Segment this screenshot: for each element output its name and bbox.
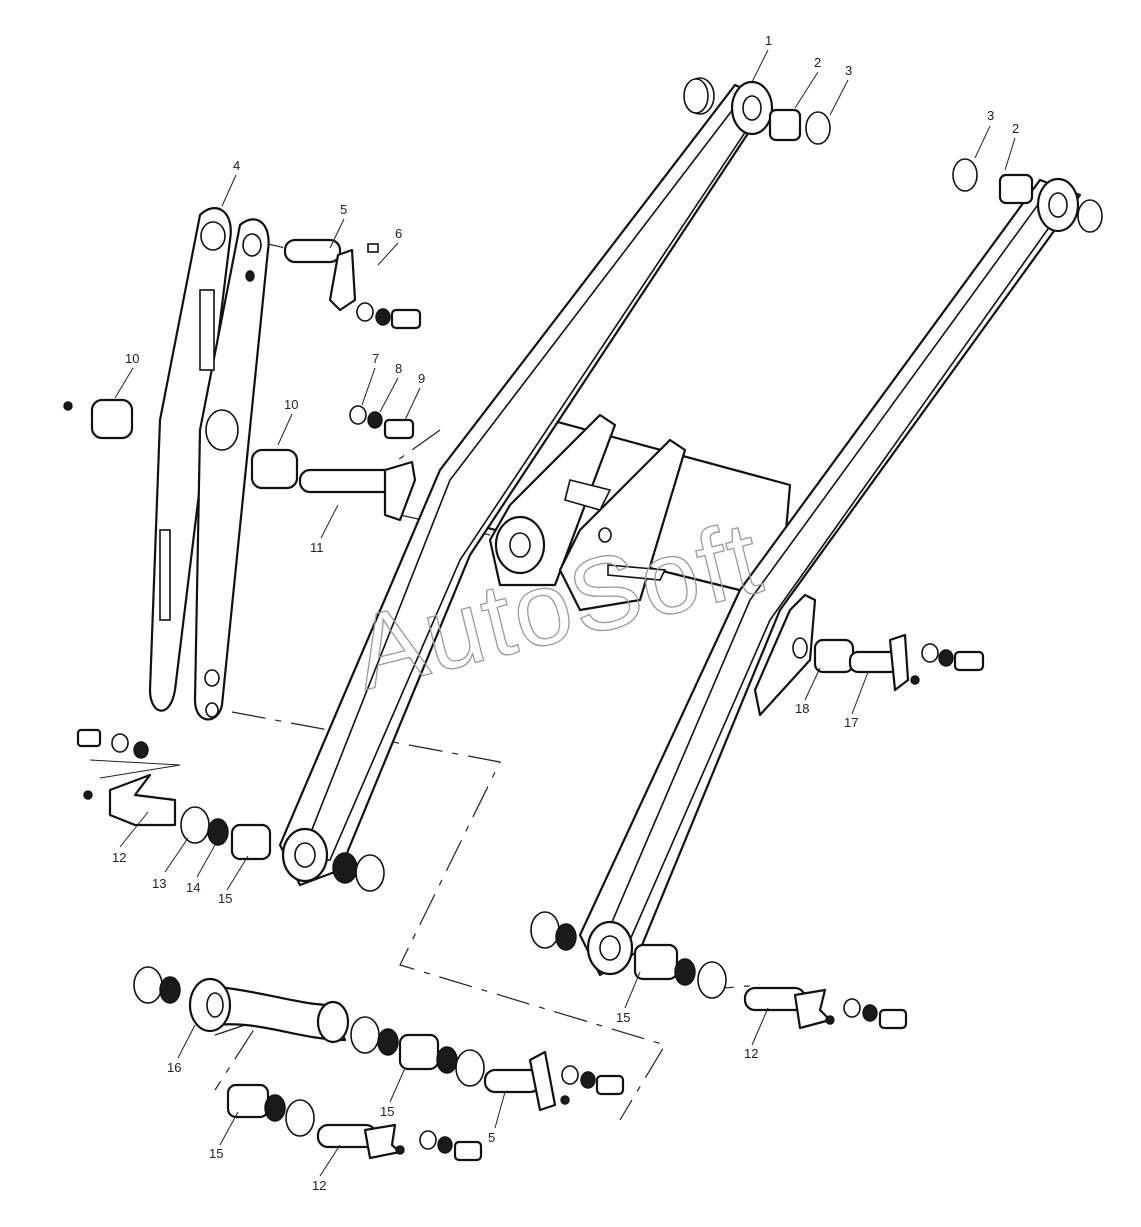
callout-17: 17 [844,715,858,730]
callout-15: 15 [209,1146,223,1161]
callout-9: 9 [418,371,425,386]
callout-5: 5 [488,1130,495,1145]
callout-14: 14 [186,880,200,895]
callout-2: 2 [814,55,821,70]
callout-16: 16 [167,1060,181,1075]
callout-labels: 1 2 3 3 2 4 5 6 7 8 9 10 10 11 12 13 14 … [112,33,1019,1193]
boom-arm-right [578,177,1082,977]
link-rod [133,966,625,1162]
callout-10: 10 [284,397,298,412]
callout-leaders [114,49,1016,1177]
callout-4: 4 [233,158,240,173]
right-fasteners [530,633,985,1030]
callout-15: 15 [616,1010,630,1025]
callout-12: 12 [312,1178,326,1193]
link-plates [148,207,270,721]
callout-10: 10 [125,351,139,366]
callout-15: 15 [380,1104,394,1119]
callout-18: 18 [795,701,809,716]
callout-5: 5 [340,202,347,217]
callout-12: 12 [112,850,126,865]
callout-3: 3 [845,63,852,78]
callout-2: 2 [1012,121,1019,136]
callout-7: 7 [372,351,379,366]
callout-6: 6 [395,226,402,241]
callout-12: 12 [744,1046,758,1061]
lower-left-fasteners [76,728,385,892]
callout-11: 11 [310,540,324,555]
callout-8: 8 [395,361,402,376]
upper-fasteners [63,78,1103,522]
callout-13: 13 [152,876,166,891]
callout-1: 1 [765,33,772,48]
callout-3: 3 [987,108,994,123]
callout-15: 15 [218,891,232,906]
center-brackets [488,413,687,612]
